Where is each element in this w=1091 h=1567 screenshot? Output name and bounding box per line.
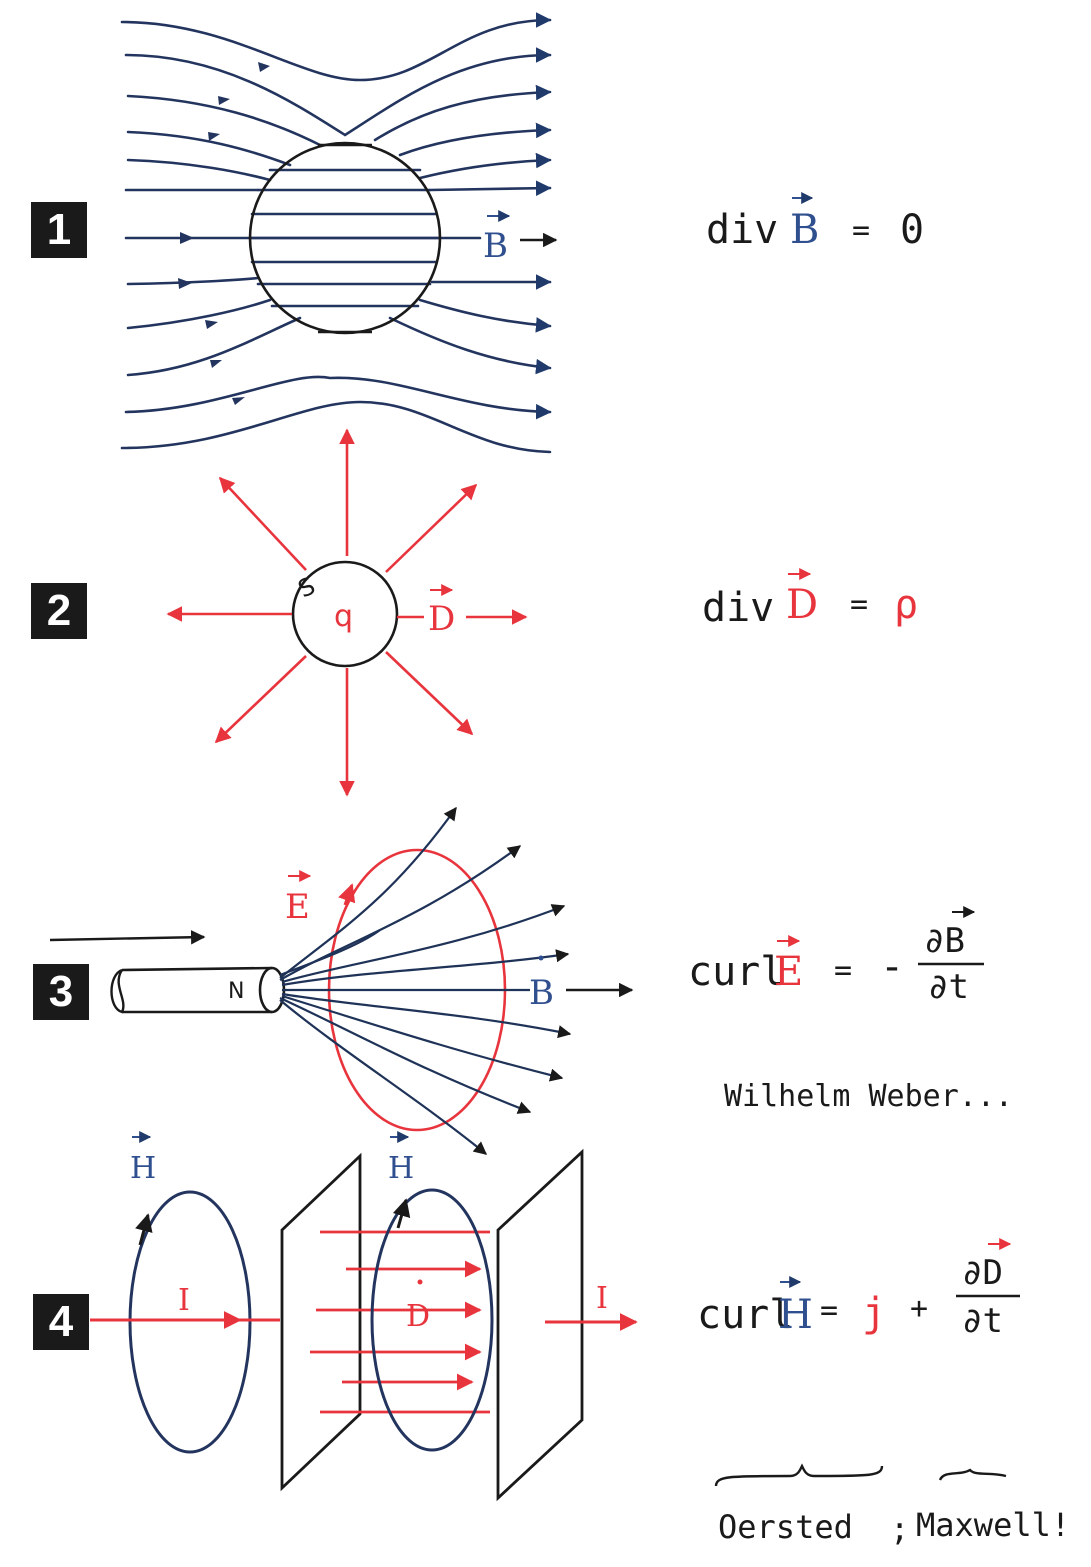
eq2-vec: D bbox=[786, 582, 818, 628]
eq3-op: curl bbox=[688, 949, 784, 995]
equation-2: div D = ρ bbox=[702, 568, 918, 631]
capacitor-plate-left bbox=[280, 1152, 362, 1492]
loop-label-e: E bbox=[285, 887, 310, 927]
eq2-equals: = bbox=[850, 587, 868, 622]
field-line bbox=[120, 12, 552, 82]
d-arrow-ul bbox=[218, 476, 307, 571]
field-line bbox=[124, 47, 552, 137]
brace-left bbox=[714, 1463, 884, 1487]
field-label-bdot: B bbox=[529, 973, 554, 1013]
eq4-den: ∂t bbox=[962, 1301, 1003, 1341]
d-arrow-ur bbox=[385, 483, 478, 573]
capacitor-plate-right bbox=[496, 1148, 584, 1502]
eq3-sign: - bbox=[880, 944, 904, 990]
field-label-d: D bbox=[428, 599, 455, 639]
charge-label: q bbox=[334, 599, 353, 634]
h-label-right: H bbox=[388, 1151, 414, 1186]
field-line bbox=[126, 278, 550, 284]
h-loop-right bbox=[370, 1188, 494, 1452]
section-3-number: 3 bbox=[33, 964, 89, 1020]
field-label-b: B bbox=[483, 226, 508, 266]
field-line bbox=[126, 130, 550, 167]
field-label-ddot: D bbox=[406, 1299, 430, 1334]
eq4-op: curl bbox=[697, 1292, 793, 1338]
d-arrow-dr bbox=[385, 651, 474, 736]
pole-label: N bbox=[228, 979, 244, 1004]
eq1-op: div bbox=[706, 207, 778, 253]
eq4-equals: = bbox=[820, 1293, 838, 1328]
bar-magnet bbox=[121, 966, 273, 1014]
section-2-charge-diagram: S q D bbox=[166, 428, 528, 797]
equation-1: div B = 0 bbox=[706, 192, 924, 253]
section-3-induction-diagram: N E B bbox=[49, 806, 634, 1155]
footer-sep: ; bbox=[890, 1510, 909, 1548]
field-line bbox=[124, 375, 552, 420]
equation-4: curl H = j + ∂D ∂t bbox=[697, 1238, 1020, 1341]
brace-right bbox=[938, 1468, 1007, 1481]
eq2-op: div bbox=[702, 585, 774, 631]
footer-maxwell: Maxwell! bbox=[916, 1506, 1070, 1544]
h-label-left: H bbox=[130, 1151, 156, 1186]
footer-oersted: Oersted bbox=[718, 1508, 853, 1546]
current-label-right: I bbox=[596, 1281, 608, 1316]
surface-label: S bbox=[294, 572, 320, 604]
eq2-rhs: ρ bbox=[894, 582, 918, 628]
eq1-equals: = bbox=[852, 213, 870, 248]
eq3-den: ∂t bbox=[928, 967, 969, 1007]
field-line bbox=[126, 298, 550, 328]
equation-3: curl E = - ∂B ∂t bbox=[688, 906, 984, 1007]
section-1-number: 1 bbox=[31, 202, 87, 258]
field-line bbox=[126, 316, 550, 375]
section-4-capacitor-diagram: H I H D I bbox=[90, 1131, 638, 1502]
section-4-number: 4 bbox=[33, 1294, 89, 1350]
footer: Oersted ; Maxwell! bbox=[714, 1463, 1070, 1548]
d-arrow-dl bbox=[214, 655, 307, 744]
current-label-left: I bbox=[178, 1283, 190, 1318]
eq1-rhs: 0 bbox=[900, 207, 924, 253]
eq3-equals: = bbox=[834, 953, 852, 988]
field-line bbox=[120, 400, 552, 454]
eq4-num: ∂D bbox=[962, 1253, 1003, 1293]
field-line bbox=[126, 160, 550, 182]
eq4-vec: H bbox=[778, 1292, 813, 1338]
field-line bbox=[124, 188, 550, 190]
eq1-vec: B bbox=[790, 207, 819, 253]
eq4-term1: j bbox=[862, 1290, 886, 1336]
eq4-plus: + bbox=[910, 1291, 928, 1326]
section-1-field-diagram: B bbox=[120, 12, 556, 454]
field-line bbox=[126, 92, 550, 147]
h-loop-left bbox=[128, 1190, 252, 1454]
motion-arrow bbox=[49, 930, 206, 945]
eq3-vec: E bbox=[774, 949, 803, 995]
gauss-surface bbox=[291, 560, 399, 668]
weber-note: Wilhelm Weber... bbox=[724, 1079, 1013, 1114]
section-2-number: 2 bbox=[31, 583, 87, 639]
eq3-num: ∂B bbox=[924, 921, 965, 961]
